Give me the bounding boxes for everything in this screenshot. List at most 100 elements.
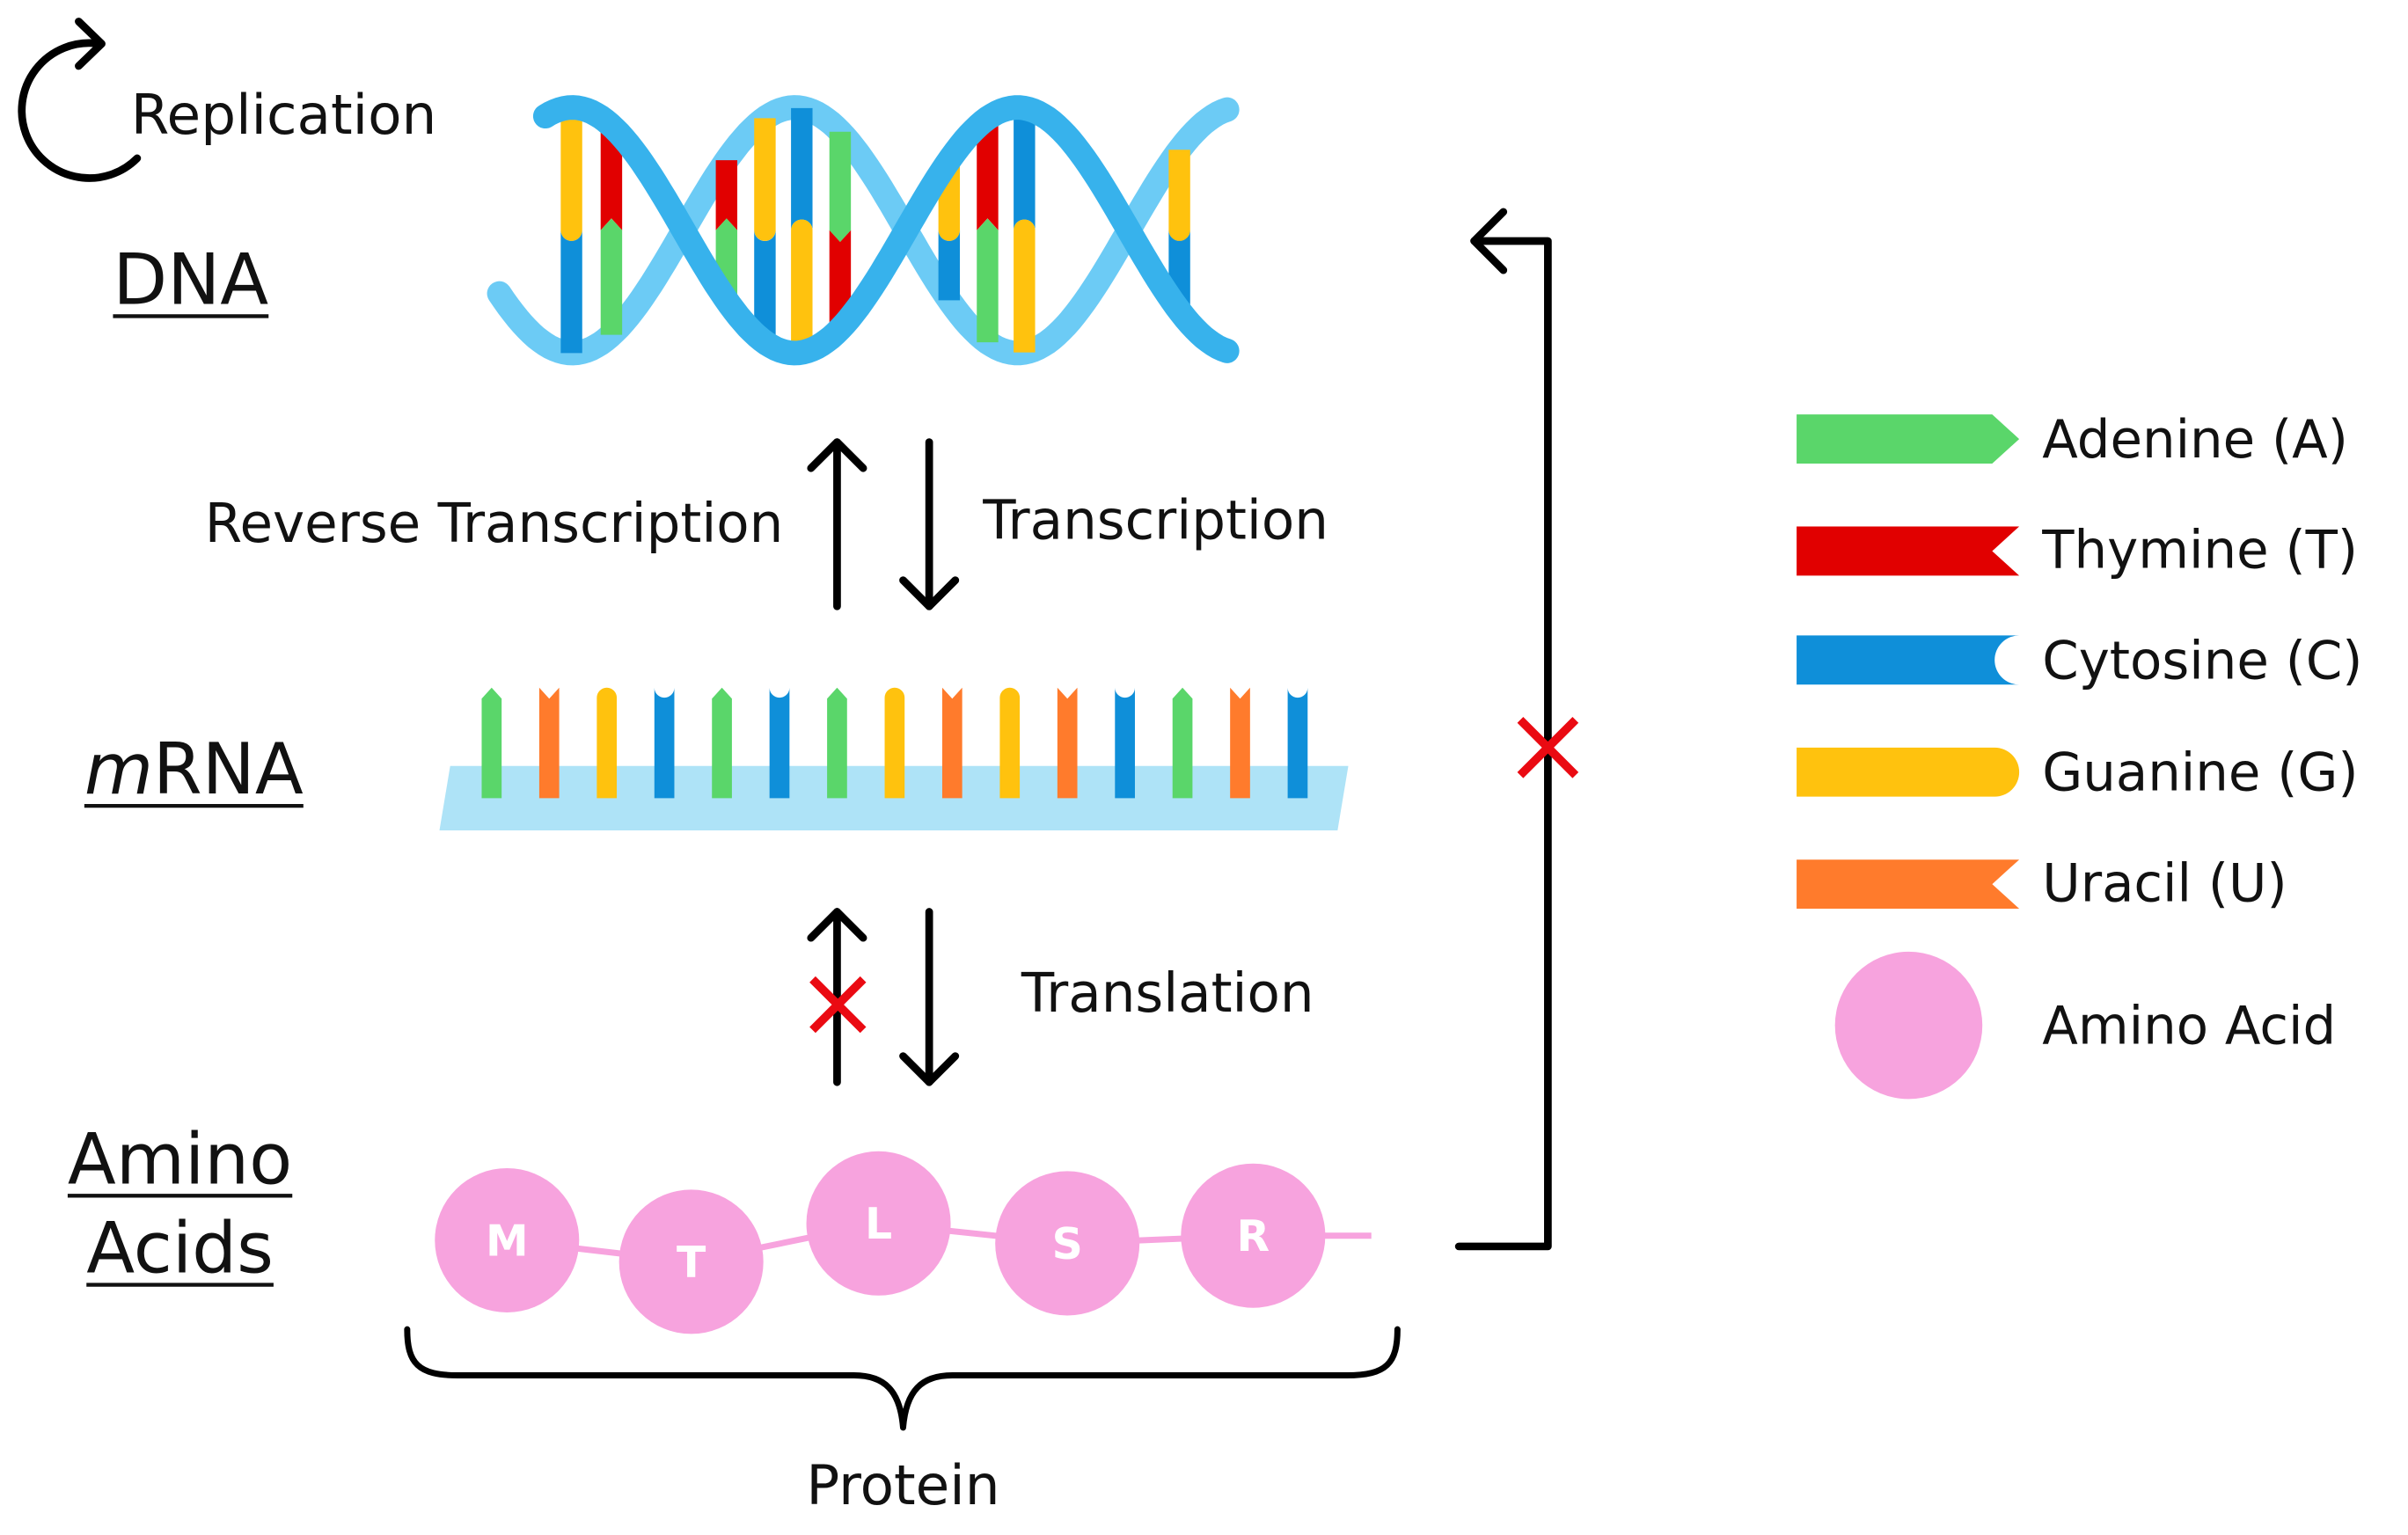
mrna-strand	[439, 687, 1349, 831]
mrna-base-uracil	[1230, 687, 1250, 799]
amino-acid-letter: R	[1237, 1211, 1270, 1261]
legend-swatch-cytosine	[1797, 635, 2020, 685]
dna-base-thymine	[600, 125, 623, 230]
legend-label-guanine: Guanine (G)	[2042, 742, 2358, 803]
mrna-base-cytosine	[1115, 687, 1135, 799]
amino-acids-label-line-2: Acids	[86, 1208, 274, 1290]
translation-label: Translation	[1021, 962, 1314, 1025]
mrna-base-guanine	[597, 687, 618, 799]
amino-acid-letter: M	[486, 1216, 529, 1266]
amino-acid-bead: L	[806, 1151, 951, 1296]
dna-base-adenine	[600, 218, 623, 335]
replication-cycle-arrow-icon	[18, 39, 142, 182]
replication-group: Replication	[18, 18, 437, 182]
blocked-cross-icon	[1517, 717, 1579, 778]
dna-base-pair	[791, 107, 813, 353]
amino-acid-bead: S	[995, 1171, 1140, 1316]
legend-swatch-thymine	[1797, 526, 2020, 576]
legend-swatch-guanine	[1797, 747, 2020, 797]
amino-acid-bead: M	[435, 1167, 580, 1312]
legend-label-amino-acid: Amino Acid	[2042, 996, 2336, 1056]
dna-label: DNA	[113, 239, 268, 321]
legend-label-cytosine: Cytosine (C)	[2042, 630, 2362, 691]
protein-label: Protein	[806, 1453, 999, 1517]
dna-strand	[532, 95, 1240, 366]
amino-acid-circle	[435, 1167, 580, 1312]
dna-base-pair	[977, 118, 999, 343]
mrna-base-cytosine	[769, 687, 790, 799]
arrow-head	[899, 576, 960, 610]
translation-arrow-icon	[899, 908, 960, 1086]
dna-base-pairs	[560, 107, 1190, 354]
dna-base-cytosine	[791, 107, 813, 230]
mrna-base-guanine	[884, 687, 905, 799]
mrna-base-adenine	[827, 687, 847, 799]
amino-acid-letter: L	[865, 1199, 892, 1249]
mrna-base-adenine	[712, 687, 732, 799]
dna-base-cytosine	[938, 230, 961, 301]
mrna-base-guanine	[999, 687, 1021, 799]
dna-base-pair	[715, 160, 738, 301]
dna-base-guanine	[1168, 150, 1190, 242]
dna-base-guanine	[791, 219, 813, 353]
dna-base-guanine	[754, 118, 776, 241]
replication-label: Replication	[131, 83, 437, 147]
arrow-head	[899, 1052, 960, 1086]
dna-strand-front	[532, 95, 1240, 366]
dna-base-pair	[829, 131, 852, 329]
dna-base-guanine	[560, 107, 582, 241]
amino-acid-letter: S	[1052, 1219, 1083, 1269]
dna-base-cytosine	[754, 230, 776, 343]
mrna-label-rest: RNA	[153, 728, 304, 810]
amino-acid-letter: T	[677, 1238, 706, 1288]
reverse-transcription-label: Reverse Transcription	[205, 493, 784, 555]
dna-base-thymine	[977, 118, 999, 230]
mrna-base-cytosine	[1287, 687, 1308, 799]
arrow-head	[1470, 208, 1508, 274]
legend-label-thymine: Thymine (T)	[2041, 520, 2358, 581]
mrna-base-adenine	[481, 687, 502, 799]
legend-swatch-amino-acid	[1834, 951, 1983, 1100]
dna-base-cytosine	[560, 230, 582, 354]
mrna-base-adenine	[1172, 687, 1193, 799]
reverse-transcription-arrow-icon	[807, 438, 867, 610]
dna-base-cytosine	[1014, 107, 1036, 230]
dna-base-pair	[1014, 107, 1036, 353]
arrow-path	[1454, 237, 1552, 1251]
mrna-label: mRNA	[84, 728, 304, 810]
legend-swatch-uracil	[1797, 859, 2020, 910]
amino-acid-circle	[806, 1151, 951, 1296]
amino-acid-circle	[995, 1171, 1140, 1316]
transcription-label: Transcription	[982, 489, 1328, 552]
arrow-head	[807, 908, 867, 942]
legend: Adenine (A) Thymine (T) Cytosine (C) Gua…	[1797, 409, 2362, 1100]
dna-base-pair	[600, 125, 623, 335]
mrna-base-uracil	[538, 687, 560, 799]
legend-swatch-adenine	[1797, 414, 2020, 464]
mrna-label-prefix: m	[84, 728, 153, 810]
reverse-translation-arrow-icon	[807, 908, 867, 1086]
amino-acids-label-line-1: Amino	[68, 1118, 292, 1200]
replication-arrowhead-icon	[75, 18, 106, 70]
dna-base-adenine	[829, 131, 852, 243]
dna-base-pair	[754, 118, 776, 343]
mrna-bases	[481, 687, 1308, 799]
mrna-base-uracil	[1057, 687, 1078, 799]
mrna-base-cytosine	[654, 687, 675, 799]
transcription-arrow-icon	[899, 438, 960, 610]
dna-base-guanine	[1014, 219, 1036, 353]
amino-acid-bead: T	[618, 1189, 764, 1334]
amino-acid-bead: R	[1181, 1163, 1326, 1308]
dna-double-helix	[487, 95, 1240, 366]
blocked-cross-icon	[809, 976, 867, 1034]
protein-brace-icon	[404, 1326, 1401, 1431]
amino-acid-circle	[1181, 1163, 1326, 1308]
dna-base-pair	[560, 107, 582, 354]
dna-base-adenine	[977, 218, 999, 343]
legend-label-adenine: Adenine (A)	[2042, 409, 2348, 470]
legend-label-uracil: Uracil (U)	[2042, 852, 2287, 913]
amino-acid-circle	[618, 1189, 764, 1334]
arrow-head	[807, 438, 867, 472]
